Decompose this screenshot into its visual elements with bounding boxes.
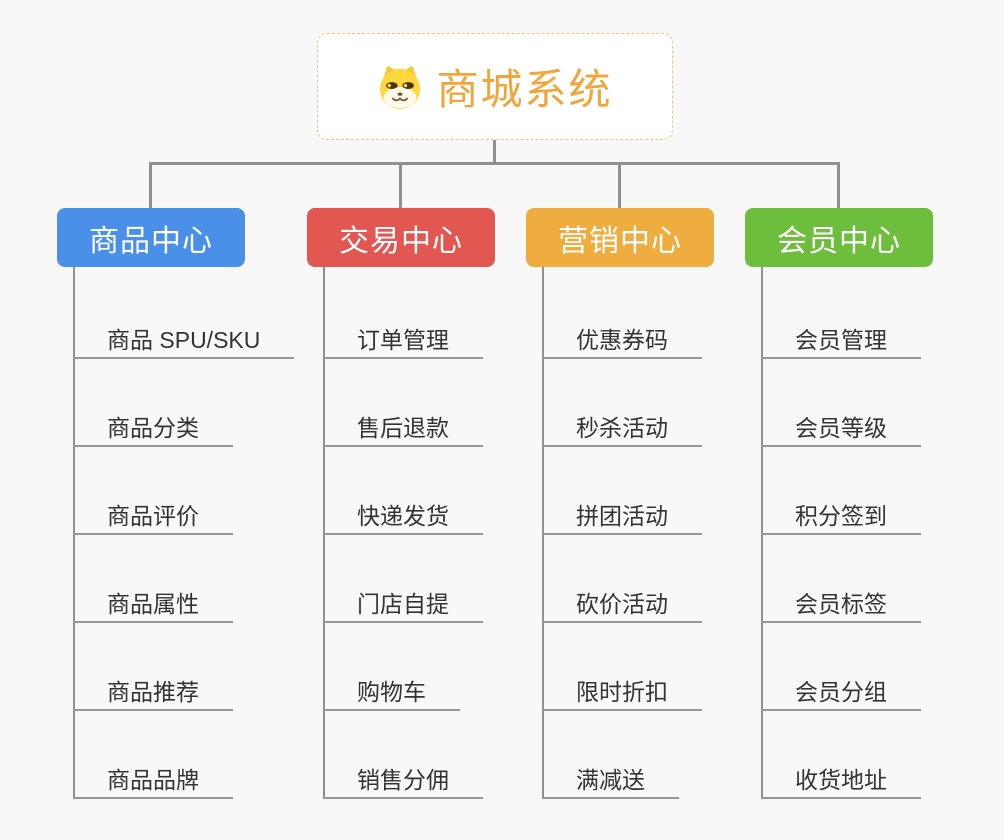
branch-drop-connector (618, 162, 621, 208)
leaf-node[interactable]: 销售分佣 (323, 761, 483, 799)
branch-label: 营销中心 (558, 224, 682, 258)
leaf-node[interactable]: 积分签到 (761, 497, 921, 535)
branch-label: 商品中心 (89, 224, 213, 258)
branch-node-member[interactable]: 会员中心 (745, 208, 933, 267)
leaf-node[interactable]: 会员标签 (761, 585, 921, 623)
branch-rail-connector (149, 162, 840, 165)
leaf-node[interactable]: 门店自提 (323, 585, 483, 623)
leaf-node[interactable]: 快递发货 (323, 497, 483, 535)
branch-drop-connector (837, 162, 840, 208)
leaf-node[interactable]: 售后退款 (323, 409, 483, 447)
branch-node-goods[interactable]: 商品中心 (57, 208, 245, 267)
leaf-node[interactable]: 秒杀活动 (542, 409, 702, 447)
leaf-node[interactable]: 拼团活动 (542, 497, 702, 535)
doge-face-icon (380, 65, 421, 109)
leaf-node[interactable]: 商品 SPU/SKU (73, 321, 295, 359)
branch-label: 交易中心 (339, 224, 463, 258)
leaf-node[interactable]: 会员管理 (761, 321, 921, 359)
leaf-node[interactable]: 优惠券码 (542, 321, 702, 359)
branch-drop-connector (149, 162, 152, 208)
leaf-node[interactable]: 限时折扣 (542, 673, 702, 711)
leaf-node[interactable]: 商品评价 (73, 497, 233, 535)
leaf-node[interactable]: 商品属性 (73, 585, 233, 623)
branch-node-marketing[interactable]: 营销中心 (526, 208, 714, 267)
leaf-node[interactable]: 会员分组 (761, 673, 921, 711)
leaf-node[interactable]: 订单管理 (323, 321, 483, 359)
leaf-node[interactable]: 满减送 (542, 761, 679, 799)
leaf-node[interactable]: 商品推荐 (73, 673, 233, 711)
branch-node-trade[interactable]: 交易中心 (307, 208, 495, 267)
leaf-node[interactable]: 会员等级 (761, 409, 921, 447)
leaf-node[interactable]: 砍价活动 (542, 585, 702, 623)
leaf-node[interactable]: 购物车 (323, 673, 460, 711)
root-title: 商城系统 (436, 66, 613, 113)
root-stub-connector (493, 140, 496, 164)
branch-label: 会员中心 (777, 224, 901, 258)
leaf-node[interactable]: 商品分类 (73, 409, 233, 447)
leaf-node[interactable]: 商品品牌 (73, 761, 233, 799)
root-node[interactable]: 商城系统 (317, 33, 673, 140)
branch-drop-connector (399, 162, 402, 208)
leaf-node[interactable]: 收货地址 (761, 761, 921, 799)
